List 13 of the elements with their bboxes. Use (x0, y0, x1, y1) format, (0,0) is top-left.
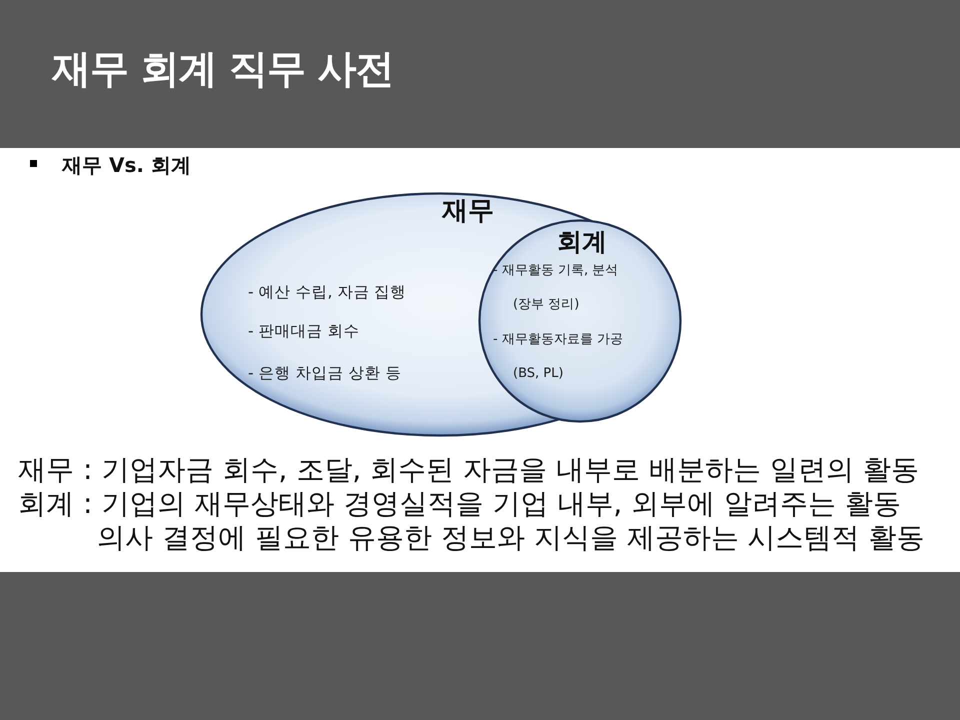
list-item: - 판매대금 회수 (248, 321, 360, 342)
list-item: - 재무활동자료를 가공 (BS, PL) (493, 331, 624, 383)
definition-text: 재무 : 기업자금 회수, 조달, 회수된 자금을 내부로 배분하는 일련의 활동 (18, 453, 920, 487)
list-item: - 은행 차입금 상환 등 (248, 363, 402, 384)
list-item: - 예산 수립, 자금 집행 (248, 282, 408, 303)
outer-ellipse (200, 192, 680, 437)
definition-text: 회계 : 기업의 재무상태와 경영실적을 기업 내부, 외부에 알려주는 활동 (18, 487, 902, 521)
slide-title: 재무 회계 직무 사전 (52, 46, 394, 94)
circle-heading: 회계 (556, 226, 608, 258)
definition-text: 의사 결정에 필요한 유용한 정보와 지식을 제공하는 시스템적 활동 (97, 521, 925, 555)
subheading: 재무 Vs. 회계 (62, 152, 191, 178)
list-item: - 재무활동 기록, 분석 (장부 정리) (493, 262, 620, 314)
ellipse-heading: 재무 (440, 195, 495, 228)
